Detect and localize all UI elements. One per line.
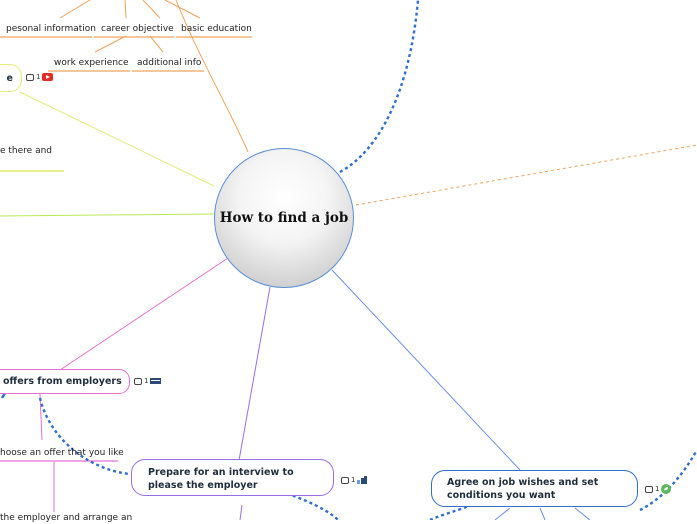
label-partial-text: e there and [0, 146, 53, 156]
connector-right-dashed [355, 144, 697, 206]
comment-icon [645, 485, 653, 493]
connector-work [94, 35, 127, 53]
badge-partial-yellow: 1 [26, 73, 54, 81]
chart-icon [357, 476, 368, 484]
comment-icon [341, 476, 349, 484]
label-offers-sub: hoose an offer that you like [0, 448, 124, 458]
badge-offers: 1 [134, 377, 162, 385]
connector-yellow [19, 91, 215, 187]
connector-blue [331, 269, 521, 471]
central-topic-title: How to find a job [219, 210, 349, 226]
connector-green [0, 213, 215, 217]
connector-blue-down [494, 507, 591, 520]
connector-pink-sub [39, 393, 43, 441]
connector-purple-down [239, 504, 243, 520]
relation-agree-right [639, 449, 697, 512]
youtube-icon [42, 73, 54, 81]
comment-icon [26, 73, 34, 81]
leaf-icon [661, 484, 672, 494]
notebook-icon [150, 378, 162, 384]
relation-top [339, 0, 420, 174]
central-topic[interactable]: How to find a job [214, 148, 354, 288]
node-agree-conditions[interactable]: Agree on job wishes and set conditions y… [431, 470, 638, 507]
node-offers-from-employers[interactable]: offers from employers [0, 369, 130, 394]
relation-interview-agree [269, 486, 339, 520]
label-pesonal-information: pesonal information [6, 24, 96, 34]
connector-resume-top [59, 0, 201, 19]
label-basic-education: basic education [181, 24, 252, 34]
connector-pink [59, 257, 229, 371]
label-career-objective: career objective [101, 24, 174, 34]
label-offers-sub2: the employer and arrange an [0, 513, 133, 523]
relation-offers-interview [38, 397, 131, 476]
comment-icon [134, 377, 142, 385]
badge-interview: 1 [341, 476, 368, 484]
connector-purple [237, 286, 271, 467]
badge-agree: 1 [645, 484, 672, 494]
relation-agree-left [429, 497, 485, 520]
label-additional-info: additional info [137, 58, 202, 68]
connector-resume-branch [175, 0, 249, 153]
node-prepare-interview[interactable]: Prepare for an interview to please the e… [131, 459, 334, 496]
node-partial-yellow[interactable]: e [0, 64, 22, 92]
connector-additional [149, 35, 164, 53]
label-work-experience: work experience [54, 58, 129, 68]
